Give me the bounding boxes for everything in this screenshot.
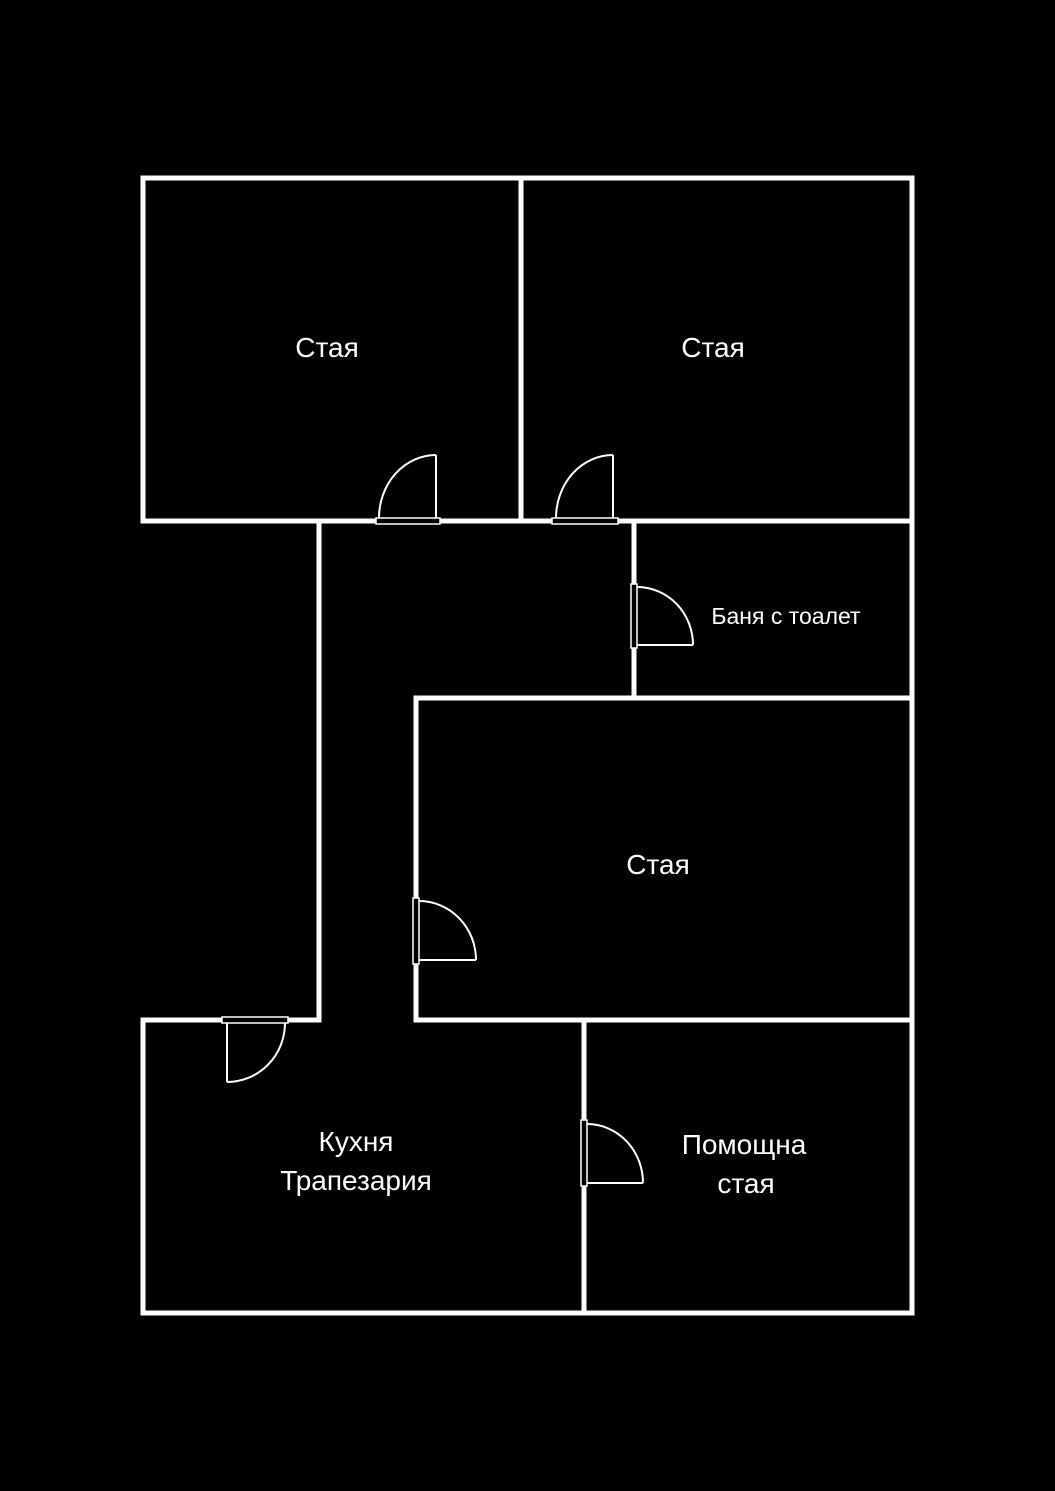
door-kitchen	[221, 1016, 289, 1083]
door-swing-arc	[586, 1123, 644, 1184]
door-utility-room	[580, 1119, 644, 1187]
door-frame	[551, 517, 619, 525]
door-frame	[221, 1016, 289, 1024]
door-swing-arc	[226, 1022, 286, 1083]
room-label-top-right: Стая	[681, 332, 744, 363]
door-top-left-room	[375, 454, 441, 525]
room-labels: Стая Стая Баня с тоалет Стая Кухня Трапе…	[280, 332, 861, 1199]
door-swing-arc	[636, 586, 694, 646]
door-swing-arc	[378, 454, 437, 519]
room-label-kitchen-line1: Кухня	[319, 1126, 394, 1157]
door-top-right-room	[551, 454, 619, 525]
door-frame	[375, 517, 441, 525]
door-swing-arc	[555, 454, 614, 519]
room-label-utility-line1: Помощна	[682, 1129, 807, 1160]
room-label-bathroom: Баня с тоалет	[711, 603, 861, 629]
room-label-utility-line2: стая	[717, 1168, 774, 1199]
room-label-middle: Стая	[626, 849, 689, 880]
door-frame	[630, 583, 638, 649]
door-swing-arc	[418, 900, 477, 961]
door-bathroom	[630, 583, 694, 649]
doors	[221, 454, 694, 1187]
room-label-top-left: Стая	[295, 332, 358, 363]
outer-walls	[140, 175, 915, 1316]
room-label-kitchen-line2: Трапезария	[280, 1165, 432, 1196]
door-frame	[580, 1119, 588, 1187]
door-middle-room	[412, 897, 477, 965]
door-frame	[412, 897, 420, 965]
